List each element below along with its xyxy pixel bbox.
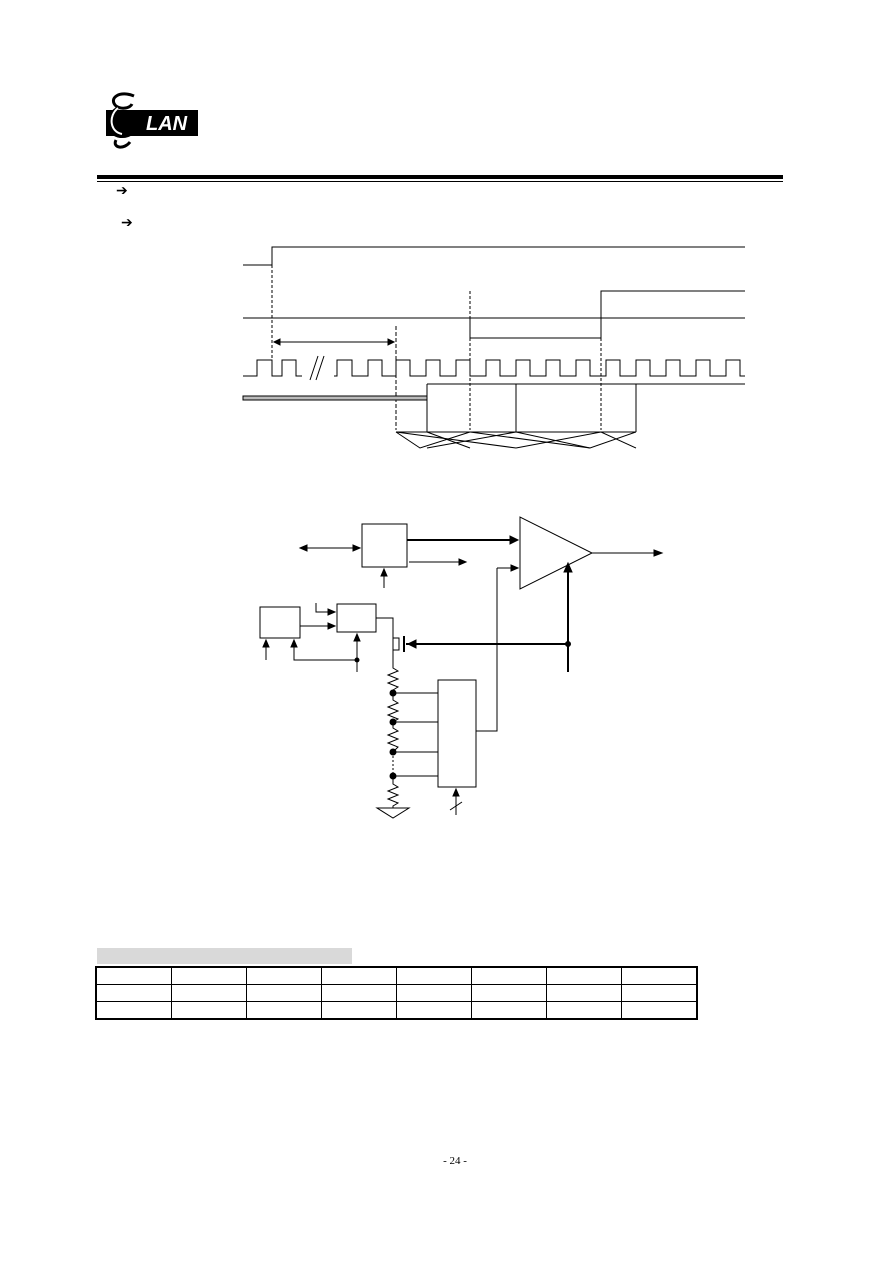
table-row (95, 984, 698, 1002)
table-cell (321, 1001, 397, 1020)
table-cell (246, 1001, 322, 1020)
circuit-diagram (259, 516, 664, 819)
table-cell (171, 1001, 247, 1020)
table-cell (246, 966, 322, 985)
table-cell (396, 1001, 472, 1020)
header-rule-thin (97, 181, 783, 182)
table-caption-bar (97, 948, 352, 964)
table-cell (546, 984, 622, 1002)
table-row (95, 966, 698, 985)
table-cell (95, 1001, 172, 1020)
header-rule (97, 175, 783, 179)
table-cell (471, 984, 547, 1002)
table-cell (546, 966, 622, 985)
page-number: - 24 - (443, 1155, 467, 1167)
table-cell (321, 966, 397, 985)
table-cell (621, 984, 698, 1002)
elan-logo: LAN (100, 88, 200, 150)
table-cell (171, 966, 247, 985)
table-row (95, 1001, 698, 1020)
table-cell (621, 1001, 698, 1020)
table-cell (95, 984, 172, 1002)
table-cell (246, 984, 322, 1002)
table-cell (95, 966, 172, 985)
bullet-arrow-icon: ➔ (116, 182, 128, 198)
table-cell (471, 1001, 547, 1020)
elan-logo-graphic: LAN (106, 92, 198, 149)
table-cell (396, 984, 472, 1002)
table-cell (621, 966, 698, 985)
table-cell (546, 1001, 622, 1020)
register-table (95, 966, 698, 1020)
bullet-arrow-icon: ➔ (121, 214, 133, 230)
logo-text: LAN (146, 113, 188, 135)
table-cell (396, 966, 472, 985)
table-cell (471, 966, 547, 985)
table-cell (321, 984, 397, 1002)
table-cell (171, 984, 247, 1002)
timing-diagram (242, 246, 745, 449)
